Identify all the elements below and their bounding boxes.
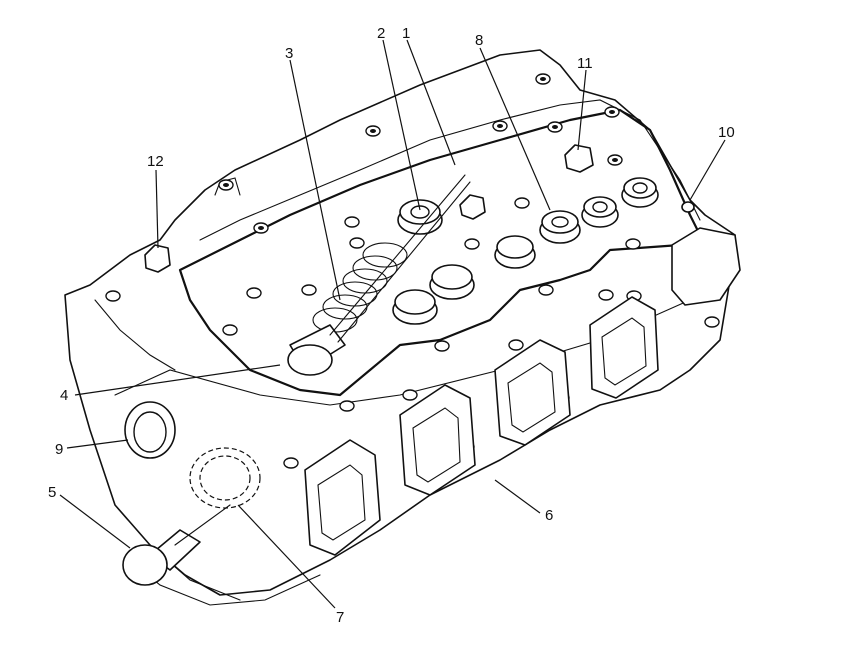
callout-11: 11: [577, 55, 593, 72]
callout-12: 12: [147, 153, 164, 170]
leader-12: [155, 169, 159, 249]
leader-7: [237, 504, 336, 609]
leader-1: [406, 39, 456, 166]
port-flange-2: [399, 384, 476, 496]
port-9: [124, 401, 176, 459]
callout-1: 1: [402, 25, 410, 42]
bolt-12: [144, 244, 171, 273]
leader-3: [289, 59, 341, 301]
callout-labels: 1 2 3 4 5 6 7 8 9 10 11 12: [48, 25, 735, 626]
bolt-holes: [105, 73, 729, 518]
callout-4: 4: [60, 387, 68, 404]
bolt-11: [564, 144, 594, 173]
valve-train: [122, 144, 695, 586]
leader-lines: [59, 39, 726, 609]
callout-10: 10: [718, 124, 735, 141]
leader-2: [382, 39, 421, 211]
port-flange-3: [494, 339, 571, 446]
leader-11: [577, 69, 587, 151]
leader-8: [479, 47, 551, 211]
leader-10: [689, 139, 726, 201]
gasket-outline: [178, 108, 702, 397]
valve-4: [287, 174, 471, 376]
leader-6: [494, 479, 541, 514]
port-flange-1: [304, 439, 381, 556]
callout-8: 8: [475, 32, 483, 49]
callout-7: 7: [336, 609, 344, 626]
callout-5: 5: [48, 484, 56, 501]
port-flange-4: [589, 296, 659, 399]
port-flanges: [304, 227, 741, 556]
leader-9: [66, 439, 129, 449]
center-bolt: [459, 194, 486, 220]
end-flange: [671, 227, 741, 306]
plug-7: [189, 447, 261, 509]
leader-5: [59, 494, 131, 549]
callout-3: 3: [285, 45, 293, 62]
valve-spring-stack-row: [392, 177, 659, 325]
callout-9: 9: [55, 441, 63, 458]
leader-4: [74, 364, 281, 396]
callout-6: 6: [545, 507, 553, 524]
callout-2: 2: [377, 25, 385, 42]
valve-5: [122, 504, 231, 586]
dowel-10: [681, 201, 695, 213]
